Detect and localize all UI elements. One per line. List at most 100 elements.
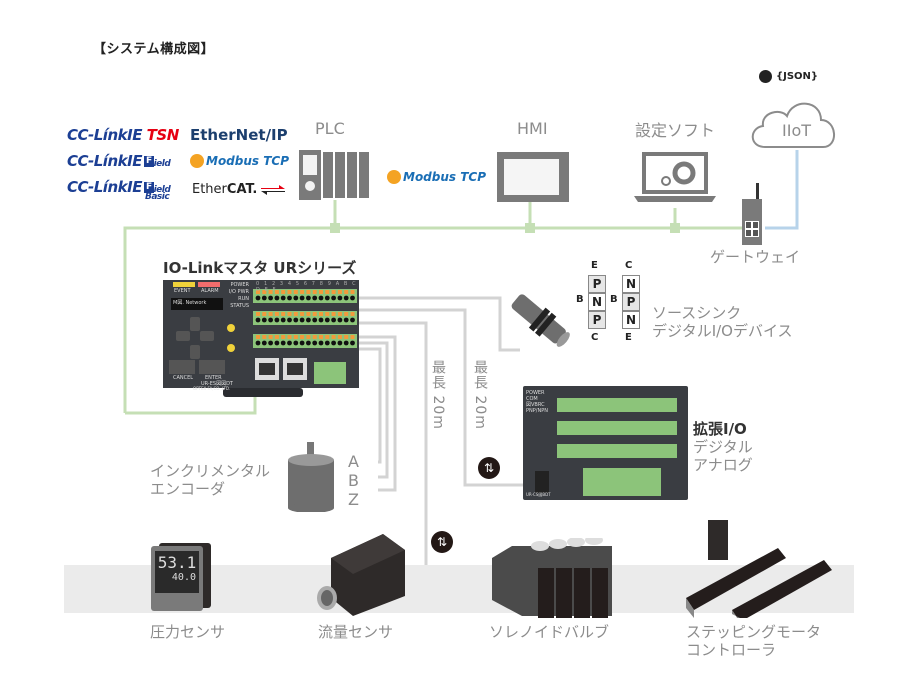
terminal-pin (319, 312, 323, 316)
terminal-pin (262, 290, 267, 294)
plc-junction (330, 223, 340, 233)
diagram-title: 【システム構成図】 (93, 42, 215, 57)
logo-cc-link-ie-tsn: CC-LínkIE TSN (67, 126, 179, 144)
terminal-pin (287, 312, 292, 316)
pressure-sensor-label: 圧力センサ (150, 623, 226, 641)
terminal-hole (287, 295, 292, 301)
alarm-led (198, 282, 220, 287)
json-logo-icon (759, 70, 772, 83)
pressure-display: 53.1 40.0 (155, 551, 199, 593)
stepping-motor-icon[interactable] (686, 518, 836, 618)
terminal-pin (256, 290, 260, 294)
cable-expansion (357, 308, 525, 487)
gateway-icon[interactable] (742, 183, 766, 247)
terminal-hole (274, 295, 280, 301)
terminal-hole (299, 340, 305, 346)
terminal-hole (350, 317, 355, 323)
terminal-pin (268, 290, 273, 294)
enter-button[interactable]: ENTER (205, 375, 222, 381)
terminal-pin (325, 290, 330, 294)
flow-sensor-label: 流量センサ (318, 623, 394, 641)
terminal-hole (255, 317, 261, 323)
cable-floor (357, 321, 428, 565)
cable-length-label-2: 最長 20m (472, 360, 488, 430)
terminal-pin (350, 290, 355, 294)
alarm-label: ALARM (201, 288, 219, 294)
terminal-hole (255, 295, 261, 301)
iiot-label: IIoT (782, 121, 811, 140)
hmi-junction (525, 223, 535, 233)
terminal-hole (343, 295, 349, 301)
expansion-model: UR-CS図BDT (526, 492, 551, 497)
terminal-hole (299, 295, 305, 301)
terminal-hole (331, 317, 336, 323)
json-badge: {JSON} (759, 70, 818, 83)
terminal-pin (319, 290, 323, 294)
gateway-label: ゲートウェイ (710, 248, 801, 266)
terminal-pin (287, 335, 292, 339)
pc-junction (670, 223, 680, 233)
terminal-hole (293, 317, 299, 323)
terminal-pin (281, 335, 286, 339)
terminal-hole (324, 295, 330, 301)
plc-icon[interactable] (299, 150, 371, 200)
terminal-pin (293, 290, 298, 294)
pressure-sensor-device[interactable]: 53.1 40.0 (151, 546, 203, 611)
terminal-hole (255, 340, 261, 346)
terminal-hole (350, 295, 355, 301)
terminal-pin (350, 312, 355, 316)
modbus-icon (190, 154, 204, 168)
terminal-hole (343, 317, 349, 323)
terminal-hole (293, 340, 299, 346)
terminal-hole (274, 317, 280, 323)
flow-sensor-icon[interactable] (313, 530, 413, 620)
proximity-sensor-icon[interactable] (508, 292, 580, 352)
logo-ethercat: EtherCAT. (192, 182, 286, 197)
setting-software-label: 設定ソフト (635, 121, 716, 140)
terminal-pin (256, 312, 260, 316)
terminal-pin (312, 290, 317, 294)
terminal-hole (324, 340, 330, 346)
terminal-hole (299, 317, 305, 323)
terminal-hole (331, 295, 336, 301)
cable-encoder-a (357, 347, 382, 464)
terminal-hole (268, 340, 273, 346)
terminal-pin (331, 290, 336, 294)
ethernet-master-drop (125, 395, 257, 415)
terminal-pin (281, 312, 286, 316)
terminal-hole (293, 295, 299, 301)
logo-modbus-tcp: Modbus TCP (190, 154, 289, 168)
gear-icon (672, 161, 696, 185)
terminal-hole (280, 295, 286, 301)
ethernet-main-line (123, 226, 745, 413)
terminal-hole (306, 340, 311, 346)
cancel-button[interactable]: CANCEL (173, 375, 194, 381)
terminal-pin (300, 312, 305, 316)
terminal-pin (274, 290, 279, 294)
terminal-pin (306, 312, 311, 316)
encoder-icon[interactable] (286, 442, 336, 512)
terminal-hole (261, 317, 267, 323)
hmi-icon[interactable] (497, 152, 569, 202)
terminal-hole (318, 340, 324, 346)
terminal-hole (337, 295, 343, 301)
io-cables (357, 296, 525, 565)
communication-icon: ⇅ (478, 457, 500, 479)
communication-icon: ⇅ (431, 531, 453, 553)
laptop-icon[interactable] (634, 150, 716, 208)
terminal-hole (280, 317, 286, 323)
terminal-hole (268, 295, 273, 301)
solenoid-valve-icon[interactable] (492, 538, 612, 620)
terminal-hole (312, 340, 318, 346)
master-body (163, 280, 359, 397)
terminal-hole (312, 295, 318, 301)
terminal-pin (312, 312, 317, 316)
io-link-master-title: IO-Linkマスタ URシリーズ (163, 259, 357, 277)
